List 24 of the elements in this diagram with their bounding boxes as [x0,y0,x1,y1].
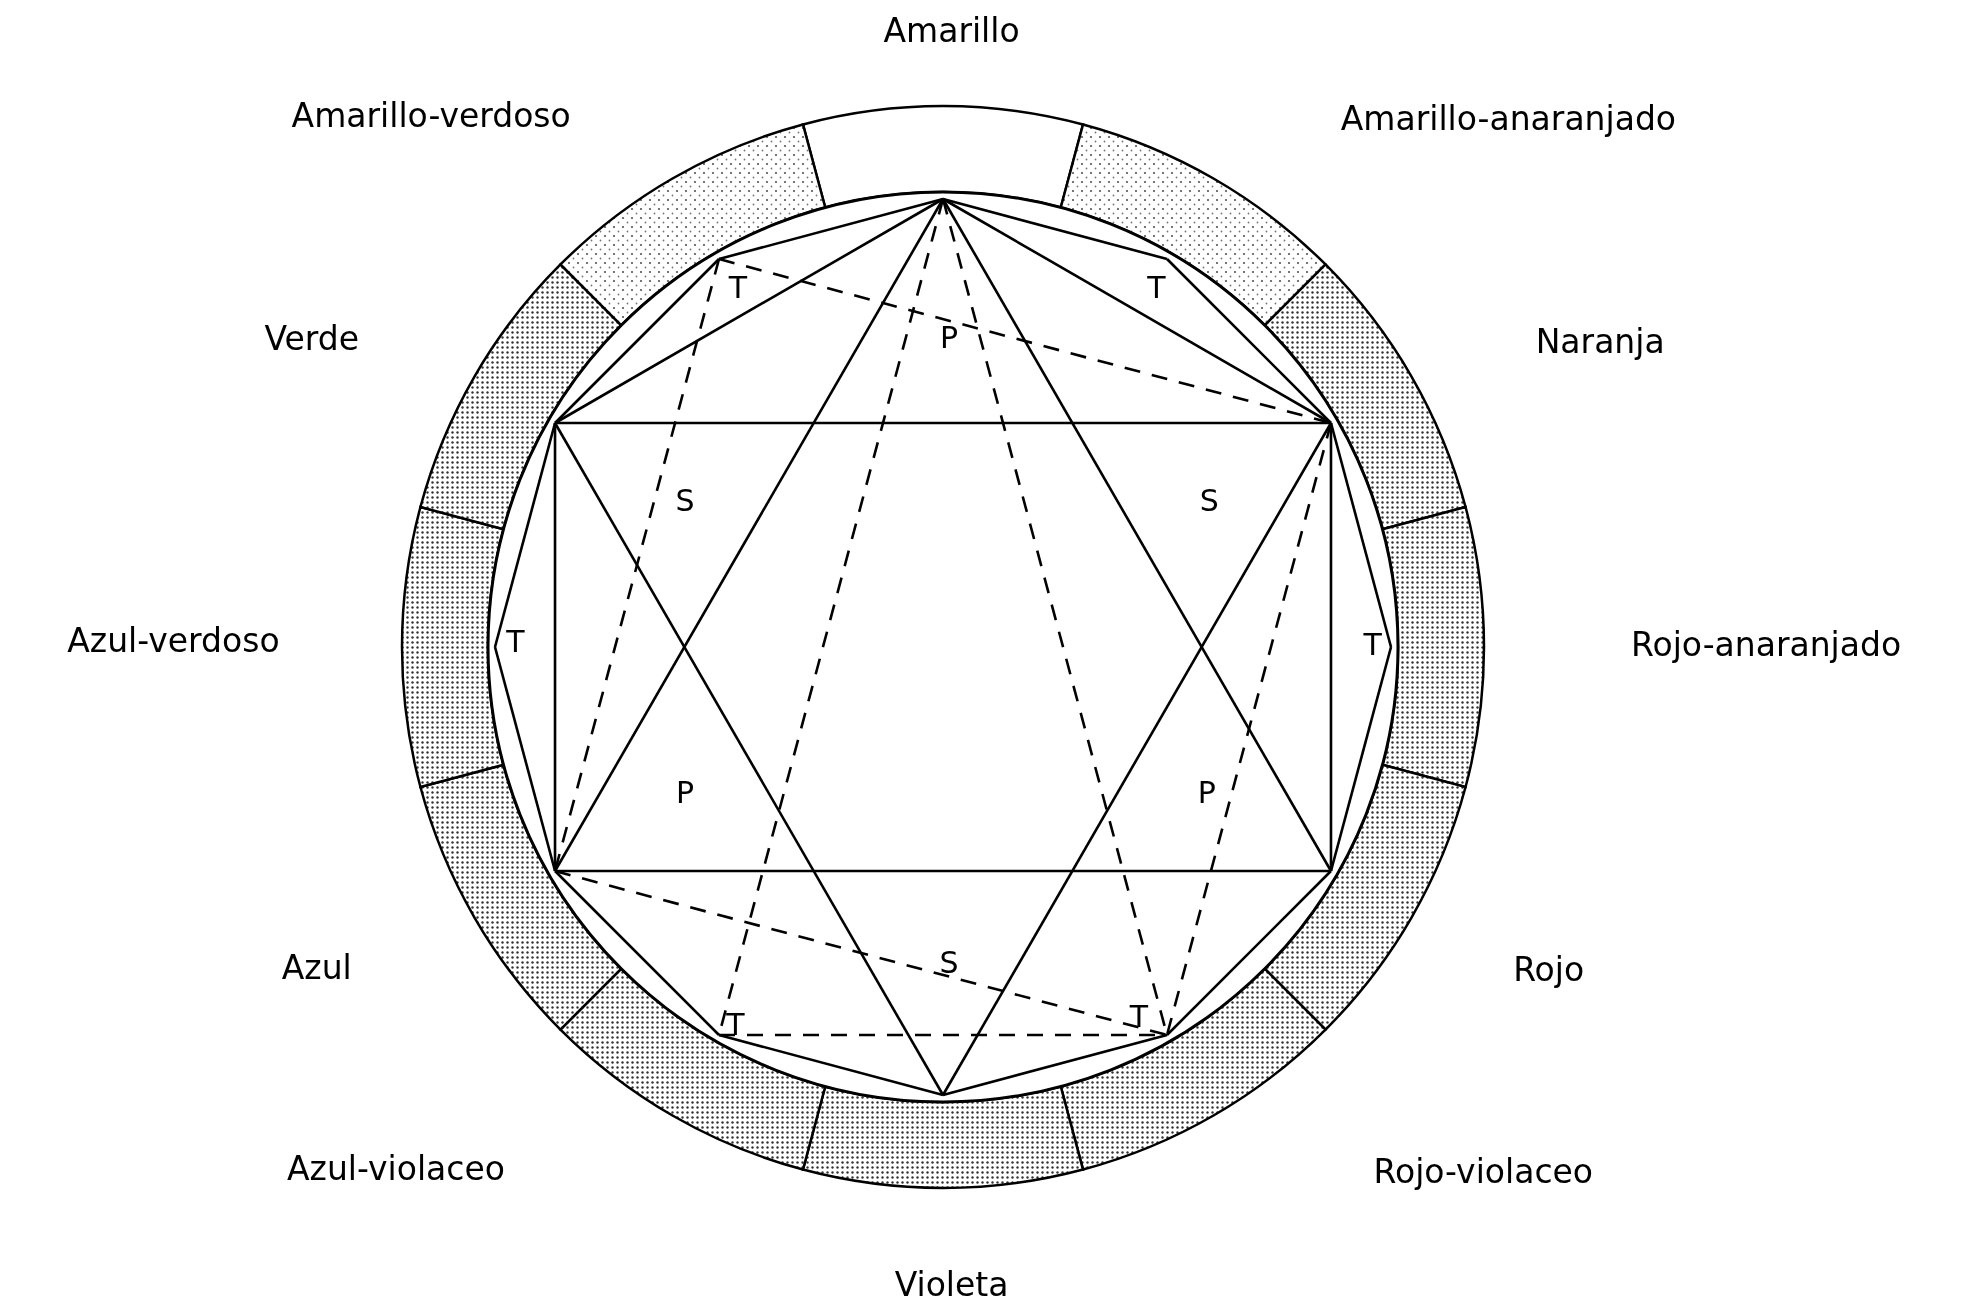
hue-letter: S [1199,483,1219,517]
hue-letter: T [1129,999,1148,1033]
color-name: Azul [281,949,352,987]
color-name: Naranja [1535,323,1665,361]
color-name: Rojo-anaranjado [1631,626,1902,663]
hue-letter: T [506,624,525,658]
color-name: Verde [264,321,359,358]
color-name: Azul-violaceo [287,1150,505,1188]
hue-letter: T [1147,270,1166,304]
color-name: Rojo-violaceo [1373,1153,1594,1190]
hue-letter: S [939,945,959,979]
hue-letter: T [1363,627,1382,661]
hue-letter: T [728,270,747,304]
hue-letter: P [676,775,695,809]
hue-letter: T [726,1007,745,1041]
color-name: Rojo [1513,952,1585,989]
hue-letter: P [1197,775,1216,809]
color-name: Azul-verdoso [67,622,280,660]
color-name: Violeta [894,1266,1009,1303]
hue-letter: P [940,320,959,354]
color-name: Amarillo-anaranjado [1340,101,1677,138]
hue-letter: S [675,483,695,517]
color-name: Amarillo-verdoso [291,97,571,134]
color-name: Amarillo [883,13,1020,50]
